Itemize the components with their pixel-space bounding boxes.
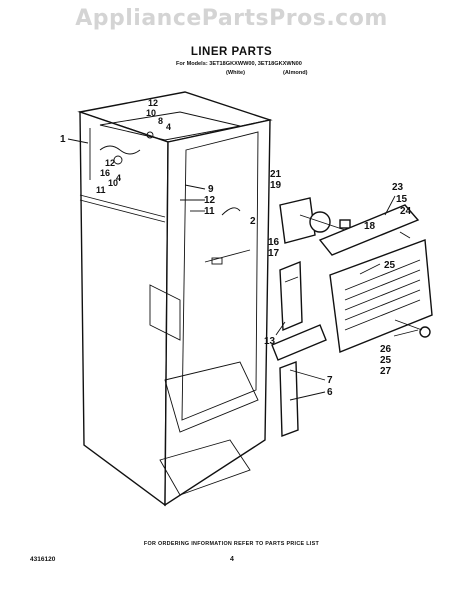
callout-17: 17 <box>268 248 280 259</box>
callout-top-4: 4 <box>166 122 171 132</box>
callout-1: 1 <box>60 134 66 145</box>
callout-15: 15 <box>396 194 408 205</box>
ordering-note: FOR ORDERING INFORMATION REFER TO PARTS … <box>143 541 320 547</box>
document-number: 4316120 <box>30 556 56 563</box>
callout-mid-9: 9 <box>208 184 214 195</box>
callouts-cover-group: 23 15 24 25 26 25 27 <box>380 182 412 377</box>
callout-25-upper: 25 <box>384 260 396 271</box>
variant-white: (White) <box>226 70 245 76</box>
callout-left-10: 10 <box>108 178 118 188</box>
callout-16: 16 <box>268 237 280 248</box>
liner-cabinet <box>77 91 273 507</box>
callout-21: 21 <box>270 169 282 180</box>
variant-almond: (Almond) <box>283 70 308 76</box>
callout-top-8: 8 <box>158 116 163 126</box>
mounting-bracket <box>271 324 327 437</box>
callout-18: 18 <box>364 221 376 232</box>
callout-mid-2: 2 <box>250 216 256 227</box>
page-number: 4 <box>230 556 234 563</box>
shelf-bracket <box>279 260 303 332</box>
watermark: AppliancePartsPros.com <box>75 6 388 31</box>
callouts-top-group: 12 10 8 4 <box>146 98 171 132</box>
callout-25-lower: 25 <box>380 355 392 366</box>
callout-top-10: 10 <box>146 108 156 118</box>
callout-23: 23 <box>392 182 404 193</box>
callout-13: 13 <box>264 336 276 347</box>
callout-19: 19 <box>270 180 282 191</box>
callout-7: 7 <box>327 375 333 386</box>
callouts-mid-group: 9 12 11 2 <box>204 184 256 227</box>
model-subtitle: For Models: 3ET18GKXWW00, 3ET18GKXWN00 <box>176 61 302 67</box>
callouts-fan-group: 21 19 18 16 17 <box>268 169 376 259</box>
evaporator-cover <box>318 204 433 353</box>
callout-mid-11: 11 <box>204 206 215 217</box>
fan-motor-assembly <box>279 197 351 244</box>
callouts-left-group: 12 16 10 4 11 <box>96 158 121 195</box>
callouts-bracket-group: 7 6 <box>327 375 333 398</box>
callout-mid-12: 12 <box>204 195 216 206</box>
leader-lines <box>67 138 419 401</box>
callout-top-12: 12 <box>148 98 158 108</box>
callout-left-4: 4 <box>116 173 121 183</box>
page-title: LINER PARTS <box>190 46 273 58</box>
callout-left-12: 12 <box>105 158 115 168</box>
callout-27: 27 <box>380 366 392 377</box>
callout-6: 6 <box>327 387 333 398</box>
callout-26: 26 <box>380 344 392 355</box>
callout-left-16: 16 <box>100 168 110 178</box>
callout-24: 24 <box>400 206 412 217</box>
callout-left-11: 11 <box>96 185 106 195</box>
